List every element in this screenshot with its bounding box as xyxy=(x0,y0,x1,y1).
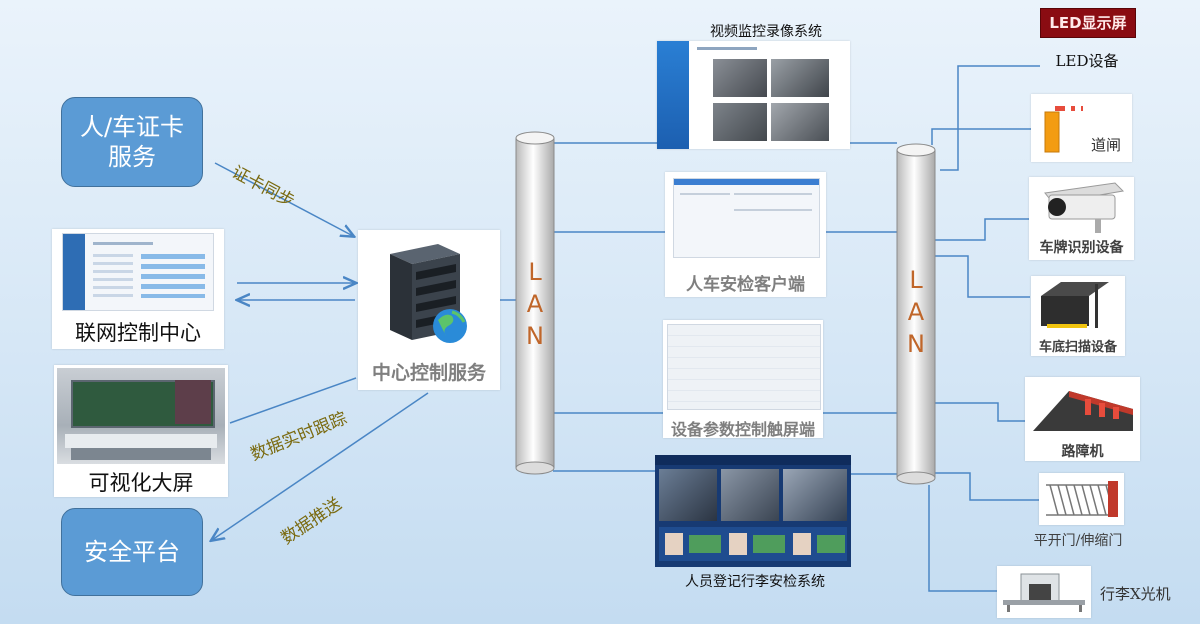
touch-screenshot xyxy=(667,324,821,410)
arrow-data-push xyxy=(212,392,429,540)
video-thumb xyxy=(771,103,829,141)
xray-machine-icon xyxy=(1003,573,1085,612)
led-display-badge: LED显示屏 xyxy=(1040,8,1136,38)
xray-label: 行李X光机 xyxy=(1100,585,1171,603)
lan-pipe-left xyxy=(515,131,555,475)
plate-recognition-device[interactable]: 车牌识别设备 xyxy=(1029,177,1134,260)
center-service-card[interactable]: 中心控制服务 xyxy=(358,230,500,390)
lan-right-label: LAN xyxy=(902,266,930,362)
visual-screen-card[interactable]: 可视化大屏 xyxy=(54,365,228,497)
lan-left-label: LAN xyxy=(521,258,549,354)
road-blocker-device[interactable]: 路障机 xyxy=(1025,377,1140,461)
server-icon xyxy=(390,244,467,343)
video-thumb xyxy=(713,103,767,141)
control-screenshot xyxy=(62,233,214,311)
video-system-caption: 视频监控录像系统 xyxy=(710,24,822,40)
road-blocker-label: 路障机 xyxy=(1061,444,1104,460)
scanner-icon xyxy=(1041,282,1109,328)
joint-control-card[interactable]: 联网控制中心 xyxy=(52,229,224,349)
client-screenshot xyxy=(673,178,820,258)
camera-view xyxy=(721,469,779,521)
led-device-label: LED设备 xyxy=(1055,52,1119,70)
lan-pipe-right xyxy=(896,143,936,485)
barrier-gate-icon xyxy=(1044,106,1083,153)
registration-screen[interactable] xyxy=(655,455,851,567)
line-tracking xyxy=(229,377,357,424)
security-platform-box[interactable]: 安全平台 xyxy=(61,508,203,596)
touch-screen-card[interactable]: 设备参数控制触屏端 xyxy=(663,320,823,439)
undercarriage-scanner-label: 车底扫描设备 xyxy=(1038,340,1117,355)
control-room-image xyxy=(57,368,225,464)
video-system-card[interactable] xyxy=(657,41,850,149)
arrow-card-sync xyxy=(214,162,353,236)
video-thumb xyxy=(713,59,767,97)
center-service-caption: 中心控制服务 xyxy=(371,362,486,384)
client-caption: 人车安检客户端 xyxy=(686,275,805,295)
plate-recognition-label: 车牌识别设备 xyxy=(1039,240,1124,256)
gate-device[interactable]: 道闸 xyxy=(1031,94,1132,162)
registration-caption: 人员登记行李安检系统 xyxy=(685,574,825,590)
road-blocker-icon xyxy=(1033,391,1133,431)
video-thumb xyxy=(771,59,829,97)
xray-device[interactable] xyxy=(997,566,1091,618)
visual-screen-caption: 可视化大屏 xyxy=(88,471,194,495)
camera-view xyxy=(783,469,847,521)
touch-screen-caption: 设备参数控制触屏端 xyxy=(670,420,815,439)
client-card[interactable]: 人车安检客户端 xyxy=(665,172,826,297)
undercarriage-scanner[interactable]: 车底扫描设备 xyxy=(1031,276,1125,356)
card-service-box[interactable]: 人/车证卡 服务 xyxy=(61,97,203,187)
retractable-door-icon xyxy=(1046,481,1118,517)
door-label: 平开门/伸缩门 xyxy=(1033,533,1123,549)
gate-label: 道闸 xyxy=(1091,136,1122,154)
door-device[interactable] xyxy=(1039,473,1124,525)
joint-control-caption: 联网控制中心 xyxy=(75,321,201,345)
camera-icon xyxy=(1044,182,1125,233)
camera-view xyxy=(659,469,717,521)
